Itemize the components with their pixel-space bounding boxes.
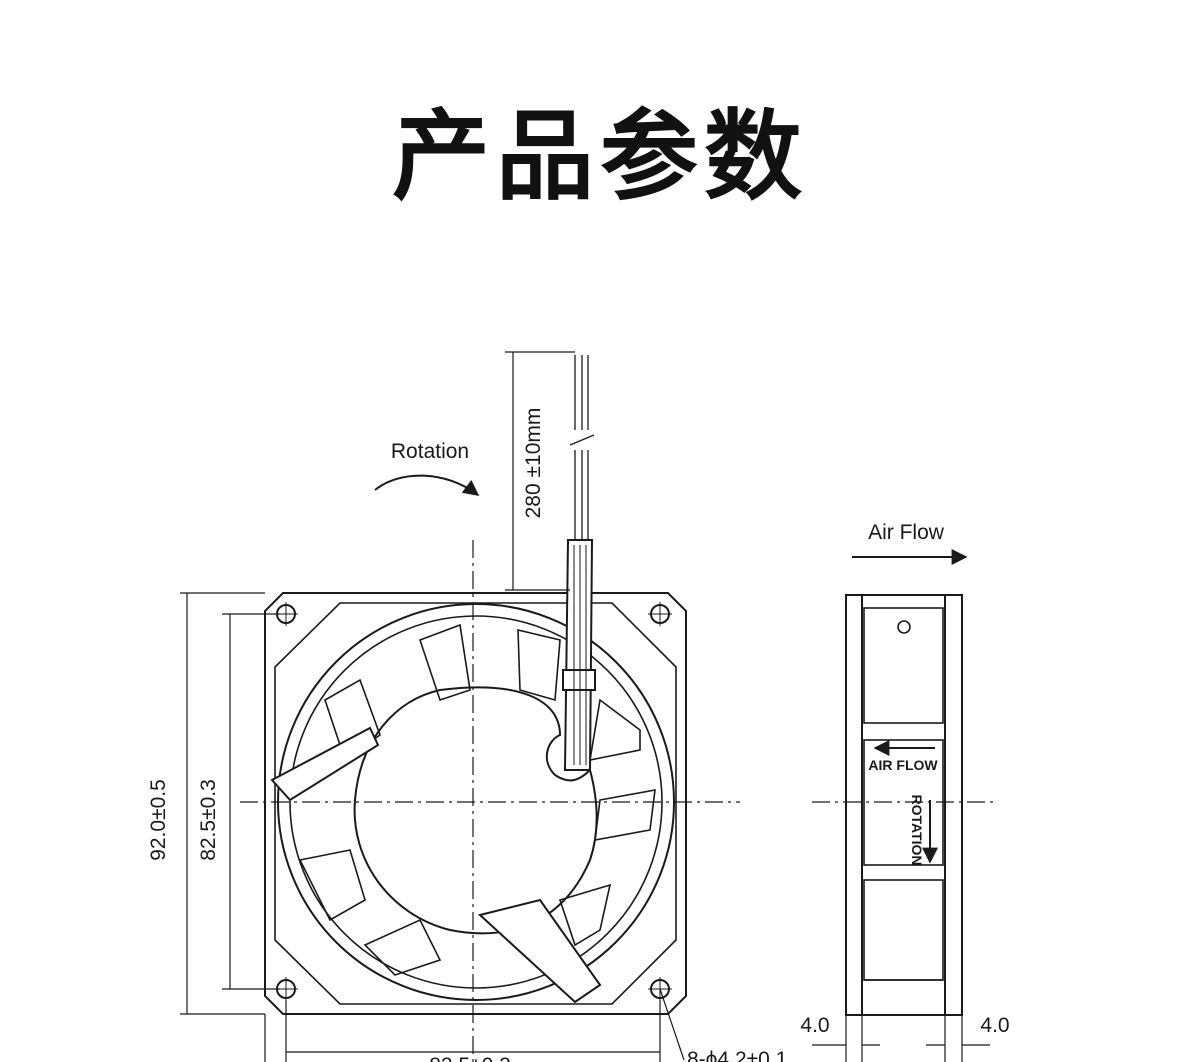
front-centerlines <box>240 540 740 1062</box>
flange-right-label: 4.0 <box>980 1014 1009 1037</box>
height-dimensions <box>180 592 280 1015</box>
cable-wire <box>574 355 589 540</box>
fan-blade-8 <box>298 849 366 922</box>
fan-blade-4 <box>589 698 641 762</box>
front-view <box>264 355 687 1015</box>
fan-frame-outer <box>264 592 687 1015</box>
side-block-top <box>863 607 944 724</box>
fan-blade-6 <box>558 883 612 947</box>
cable-length-label: 280 ±10mm <box>522 408 545 519</box>
flange-dimensions <box>812 1015 990 1062</box>
rotation-label: Rotation <box>391 440 469 463</box>
side-frame <box>845 594 963 1016</box>
hole-pitch-vertical-label: 82.5±0.3 <box>197 779 220 861</box>
fan-blade-2 <box>418 623 471 702</box>
fan-frame-inner <box>274 602 677 1005</box>
cable-length-dimension <box>505 351 575 591</box>
hole-pitch-horizontal-dimension <box>264 988 685 1062</box>
overall-height-label: 92.0±0.5 <box>147 779 170 861</box>
mounting-holes-label: 8-ϕ4.2±0.1 <box>687 1048 787 1062</box>
fan-blade-5 <box>594 789 656 841</box>
cable-sleeve <box>563 539 594 771</box>
mounting-hole-tr <box>648 602 672 626</box>
body-airflow-label: AIR FLOW <box>868 757 938 773</box>
page-title: 产品参数 <box>391 100 808 214</box>
fan-blade-7 <box>363 918 442 976</box>
strut-bottom <box>477 898 602 1004</box>
body-rotation-label: ROTATION <box>909 794 925 865</box>
strut-left <box>270 726 380 802</box>
flange-left-label: 4.0 <box>800 1014 829 1037</box>
fan-blade-1 <box>324 678 381 762</box>
side-block-bottom <box>863 879 944 981</box>
hole-pitch-horizontal-label: 82.5±0.3 <box>429 1054 511 1062</box>
side-view <box>845 594 963 1016</box>
venturi-ring-inner <box>289 615 663 989</box>
airflow-label: Air Flow <box>868 521 945 544</box>
fan-hub <box>353 686 598 935</box>
rotation-arrow <box>374 474 480 496</box>
fan-blade-3 <box>517 628 561 702</box>
cable-clamp <box>562 669 596 691</box>
